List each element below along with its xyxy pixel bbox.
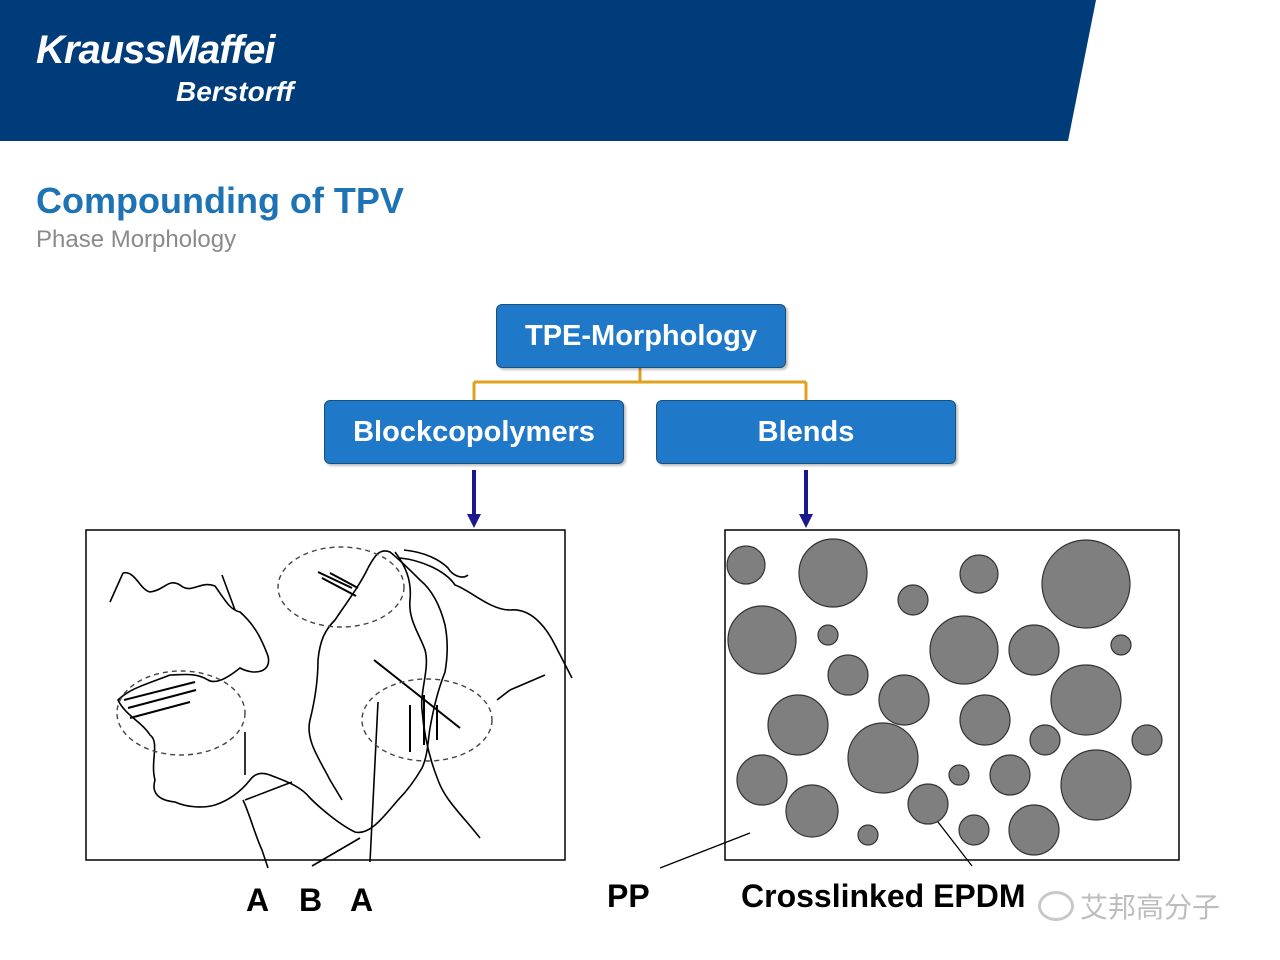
epdm-particle bbox=[1060, 749, 1132, 821]
epdm-particle bbox=[736, 754, 788, 806]
watermark: 艾邦高分子 bbox=[1038, 886, 1220, 926]
arrow-right bbox=[799, 470, 813, 528]
epdm-particle bbox=[897, 584, 929, 616]
epdm-particle bbox=[1008, 624, 1060, 676]
epdm-particle bbox=[767, 694, 829, 756]
leader-lines bbox=[659, 821, 973, 869]
epdm-particle bbox=[847, 722, 919, 794]
epdm-particle bbox=[817, 624, 839, 646]
epdm-particle bbox=[727, 605, 797, 675]
blend-panel bbox=[724, 529, 1180, 861]
watermark-text: 艾邦高分子 bbox=[1080, 891, 1221, 924]
node-blends: Blends bbox=[656, 400, 956, 464]
epdm-particles bbox=[726, 538, 1163, 856]
label-pp: PP bbox=[607, 878, 650, 914]
epdm-particle bbox=[1029, 724, 1061, 756]
epdm-particle bbox=[1008, 804, 1060, 856]
epdm-particle bbox=[958, 814, 990, 846]
label-b: B bbox=[299, 882, 323, 918]
epdm-particle bbox=[929, 615, 999, 685]
label-a-left: A bbox=[246, 882, 270, 918]
arrow-left bbox=[467, 470, 481, 528]
page-title: Compounding of TPV bbox=[36, 180, 404, 221]
blockcopolymer-panel bbox=[85, 529, 573, 869]
epdm-particle bbox=[878, 674, 930, 726]
company-logo-sub: Berstorff bbox=[176, 76, 294, 107]
wechat-icon bbox=[1038, 891, 1074, 921]
polymer-chains bbox=[109, 549, 573, 869]
epdm-particle bbox=[1110, 634, 1132, 656]
header-banner bbox=[0, 0, 1096, 141]
node-tpe-morphology: TPE-Morphology bbox=[496, 304, 786, 368]
domain-ellipses bbox=[116, 546, 493, 762]
epdm-particle bbox=[1041, 539, 1131, 629]
epdm-particle bbox=[726, 545, 766, 585]
header-band bbox=[0, 0, 1096, 141]
epdm-particle bbox=[798, 538, 868, 608]
epdm-particle bbox=[785, 784, 839, 838]
company-logo: KraussMaffei bbox=[36, 28, 275, 72]
epdm-particle bbox=[948, 764, 970, 786]
epdm-particle bbox=[857, 824, 879, 846]
label-a-right: A bbox=[350, 882, 374, 918]
node-blockcopolymers: Blockcopolymers bbox=[324, 400, 624, 464]
epdm-particle bbox=[1131, 724, 1163, 756]
epdm-particle bbox=[959, 694, 1011, 746]
epdm-particle bbox=[827, 654, 869, 696]
label-crosslinked-epdm: Crosslinked EPDM bbox=[741, 878, 1026, 914]
domain-A-segments bbox=[123, 571, 461, 752]
epdm-particle bbox=[959, 554, 999, 594]
epdm-particle bbox=[907, 783, 949, 825]
tree-connector bbox=[472, 367, 808, 400]
epdm-particle bbox=[1050, 664, 1122, 736]
epdm-particle bbox=[989, 754, 1031, 796]
page-subtitle: Phase Morphology bbox=[36, 226, 237, 253]
